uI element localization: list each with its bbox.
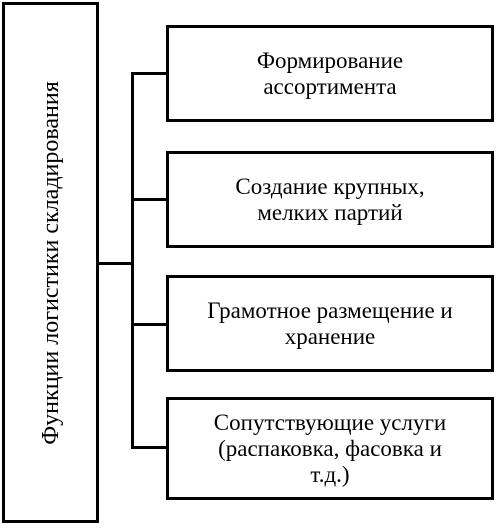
item-box-services: Сопутствующие услуги (распаковка, фасовк… bbox=[166, 397, 494, 500]
root-box: Функции логистики складирования bbox=[2, 2, 99, 523]
item-label: Сопутствующие услуги (распаковка, фасовк… bbox=[213, 409, 447, 487]
item-label: Грамотное размещение и хранение bbox=[207, 297, 453, 349]
item-label: Создание крупных, мелких партий bbox=[235, 173, 425, 225]
root-label: Функции логистики складирования bbox=[37, 80, 64, 445]
item-box-storage: Грамотное размещение и хранение bbox=[166, 275, 494, 372]
vertical-connector bbox=[131, 72, 134, 449]
item-label: Формирование ассортимента bbox=[256, 47, 404, 99]
branch-connector-4 bbox=[131, 446, 168, 449]
root-connector bbox=[99, 262, 133, 265]
branch-connector-1 bbox=[131, 72, 168, 75]
item-box-assortment: Формирование ассортимента bbox=[166, 25, 494, 122]
branch-connector-2 bbox=[131, 198, 168, 201]
branch-connector-3 bbox=[131, 323, 168, 326]
item-box-batches: Создание крупных, мелких партий bbox=[166, 151, 494, 248]
